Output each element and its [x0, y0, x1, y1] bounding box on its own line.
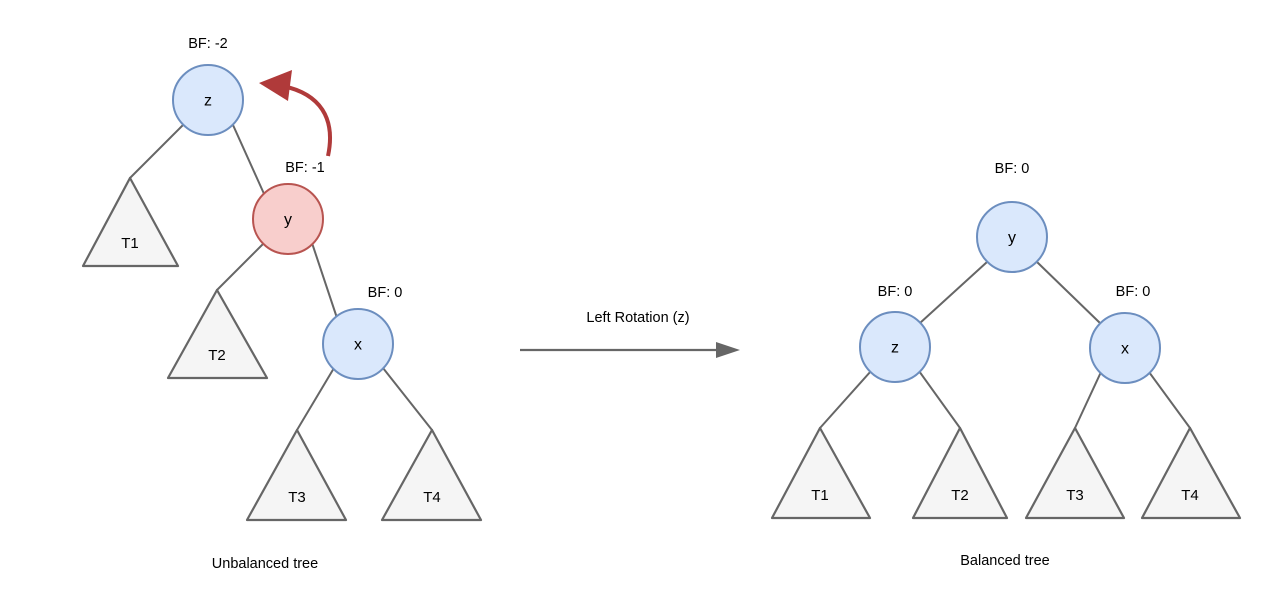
subtree-triangle	[1140, 426, 1242, 520]
subtree-triangle	[1024, 426, 1126, 520]
subtree-triangle	[81, 176, 180, 268]
right-tree-caption: Balanced tree	[960, 553, 1049, 569]
node-z-unbalanced[interactable]: BF: -2 z	[172, 36, 244, 136]
edge-x-to-T3	[296, 367, 335, 431]
subtree-label: T3	[1066, 487, 1084, 504]
node-z-balanced[interactable]: BF: 0 z	[859, 284, 931, 383]
subtree-T4: T4	[1140, 426, 1242, 520]
edge-z-to-T1	[129, 124, 184, 179]
node-label: y	[1008, 230, 1016, 247]
subtree-T2: T2	[911, 426, 1009, 520]
subtree-label: T1	[811, 487, 829, 504]
edge-x-to-T4	[1148, 371, 1191, 429]
transition-label: Left Rotation (z)	[586, 310, 689, 326]
subtree-T1: T1	[770, 426, 872, 520]
balance-factor-label: BF: 0	[368, 285, 403, 301]
edge-x-to-T3	[1074, 371, 1102, 429]
node-circle[interactable]	[976, 201, 1048, 273]
node-circle[interactable]	[252, 183, 324, 255]
node-label: z	[204, 93, 212, 110]
subtree-T2: T2	[166, 288, 269, 380]
subtree-label: T4	[423, 489, 441, 506]
rotation-arc-path	[282, 84, 332, 157]
node-circle[interactable]	[1089, 312, 1161, 384]
subtree-label: T2	[208, 347, 226, 364]
rotation-arrow-icon	[259, 70, 332, 157]
node-circle[interactable]	[859, 311, 931, 383]
balance-factor-label: BF: -2	[188, 36, 227, 52]
subtree-triangle	[166, 288, 269, 380]
node-label: x	[354, 337, 362, 354]
transition-arrow-group: Left Rotation (z)	[520, 310, 740, 358]
left-tree-caption: Unbalanced tree	[212, 556, 318, 572]
node-label: z	[891, 340, 899, 357]
subtree-T4: T4	[380, 428, 483, 522]
subtree-label: T2	[951, 487, 969, 504]
rotation-arrowhead	[259, 70, 292, 101]
node-circle[interactable]	[322, 308, 394, 380]
balance-factor-label: BF: 0	[995, 161, 1030, 177]
subtree-T1: T1	[81, 176, 180, 268]
node-x-unbalanced[interactable]: BF: 0 x	[322, 285, 403, 380]
node-label: x	[1121, 341, 1129, 358]
subtree-T3: T3	[245, 428, 348, 522]
transition-arrowhead	[716, 342, 740, 358]
node-x-balanced[interactable]: BF: 0 x	[1089, 284, 1161, 384]
subtree-T3: T3	[1024, 426, 1126, 520]
balance-factor-label: BF: 0	[1116, 284, 1151, 300]
right-tree-group: T1 T2 T3 T4 BF: 0 y BF: 0	[770, 161, 1242, 569]
balance-factor-label: BF: -1	[285, 160, 324, 176]
subtree-triangle	[770, 426, 872, 520]
node-y-balanced[interactable]: BF: 0 y	[976, 161, 1048, 273]
node-label: y	[284, 212, 292, 229]
subtree-triangle	[380, 428, 483, 522]
edge-x-to-T4	[382, 367, 433, 431]
edge-y-to-x	[311, 242, 338, 319]
subtree-label: T4	[1181, 487, 1199, 504]
edge-y-to-x	[1036, 261, 1102, 325]
edge-y-to-T2	[216, 242, 265, 291]
edge-z-to-T1	[819, 370, 872, 429]
node-y-unbalanced[interactable]: BF: -1 y	[252, 160, 325, 255]
subtree-label: T1	[121, 235, 139, 252]
edge-y-to-z	[919, 261, 988, 324]
subtree-label: T3	[288, 489, 306, 506]
subtree-triangle	[245, 428, 348, 522]
subtree-triangle	[911, 426, 1009, 520]
edge-z-to-y	[232, 124, 266, 197]
balance-factor-label: BF: 0	[878, 284, 913, 300]
left-tree-group: T1 T2 T3 T4 BF: -2 z BF: -1	[81, 36, 483, 572]
node-circle[interactable]	[172, 64, 244, 136]
edge-z-to-T2	[918, 370, 961, 429]
